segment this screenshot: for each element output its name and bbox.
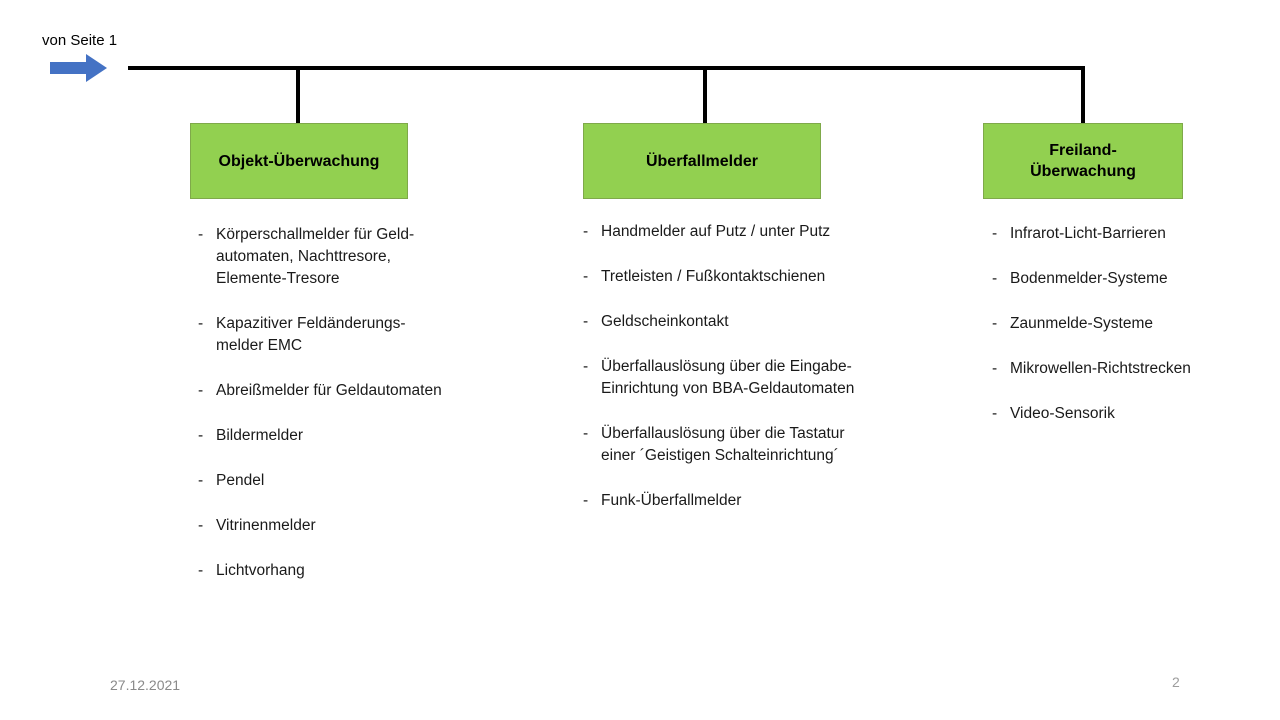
list-item: - Mikrowellen-Richtstrecken	[992, 358, 1242, 380]
footer-date: 27.12.2021	[110, 677, 181, 693]
list-item-text: Bildermelder	[216, 427, 304, 444]
list-item-text: Mikrowellen-Richtstrecken	[1010, 360, 1191, 377]
list-item-text: Kapazitiver Feldänderungs- melder EMC	[216, 315, 406, 354]
bullet-marker: -	[992, 315, 998, 332]
bullet-marker: -	[992, 360, 998, 377]
list-item: - Pendel	[198, 470, 528, 492]
list-item-text: Lichtvorhang	[216, 562, 305, 579]
list-item: - Lichtvorhang	[198, 560, 528, 582]
node-title-line: Überfallmelder	[645, 152, 759, 170]
list-item: - Überfallauslösung über die Eingabe- Ei…	[583, 356, 923, 400]
bullet-marker: -	[198, 562, 204, 579]
list-item: - Video-Sensorik	[992, 403, 1242, 425]
list-item-text: Überfallauslösung über die Tastatur eine…	[601, 425, 845, 464]
bullet-marker: -	[198, 427, 204, 444]
list-item-text: Pendel	[216, 472, 265, 489]
node-title-line: Überwachung	[1030, 163, 1136, 180]
footer-page-number: 2	[1172, 674, 1180, 690]
list-item: - Abreißmelder für Geldautomaten	[198, 380, 528, 402]
list-item-text: Abreißmelder für Geldautomaten	[216, 382, 442, 399]
bullet-marker: -	[583, 223, 589, 240]
bullet-marker: -	[198, 382, 204, 399]
connector-drop-freiland	[1081, 66, 1085, 124]
list-item-text: Vitrinenmelder	[216, 517, 316, 534]
bullet-marker: -	[583, 425, 589, 442]
bullet-marker: -	[992, 225, 998, 242]
list-item-text: Tretleisten / Fußkontaktschienen	[601, 268, 826, 285]
list-item: - Geldscheinkontakt	[583, 311, 923, 333]
list-item-text: Überfallauslösung über die Eingabe- Einr…	[601, 358, 855, 397]
bullet-marker: -	[198, 472, 204, 489]
list-item-text: Körperschallmelder für Geld- automaten, …	[216, 226, 415, 287]
list-item-text: Funk-Überfallmelder	[601, 492, 742, 509]
from-page-label: von Seite 1	[42, 32, 118, 49]
right-arrow-icon	[50, 53, 108, 83]
list-item-text: Zaunmelde-Systeme	[1010, 315, 1154, 332]
node-box-freiland-ueberwachung[interactable]: Freiland- Überwachung	[983, 123, 1183, 199]
bullet-marker: -	[583, 492, 589, 509]
list-item: - Bildermelder	[198, 425, 528, 447]
bullet-marker: -	[992, 405, 998, 422]
list-item: - Zaunmelde-Systeme	[992, 313, 1242, 335]
connector-horizontal-bus	[128, 66, 1085, 70]
node-title-line: Objekt-Überwachung	[218, 152, 380, 170]
list-item: - Körperschallmelder für Geld- automaten…	[198, 224, 528, 290]
bullet-marker: -	[583, 268, 589, 285]
list-item: - Bodenmelder-Systeme	[992, 268, 1242, 290]
node-title-line: Freiland-	[1049, 142, 1117, 159]
node-box-ueberfallmelder[interactable]: Überfallmelder	[583, 123, 821, 199]
bullet-marker: -	[992, 270, 998, 287]
bullet-list-ueberfallmelder: - Handmelder auf Putz / unter Putz - Tre…	[583, 221, 923, 535]
bullet-marker: -	[198, 226, 204, 243]
bullet-list-objekt-ueberwachung: - Körperschallmelder für Geld- automaten…	[198, 224, 528, 605]
bullet-list-freiland-ueberwachung: - Infrarot-Licht-Barrieren - Bodenmelder…	[992, 223, 1242, 448]
bullet-marker: -	[198, 315, 204, 332]
list-item: - Kapazitiver Feldänderungs- melder EMC	[198, 313, 528, 357]
list-item: - Vitrinenmelder	[198, 515, 528, 537]
list-item: - Handmelder auf Putz / unter Putz	[583, 221, 923, 243]
list-item-text: Bodenmelder-Systeme	[1010, 270, 1168, 287]
node-box-objekt-ueberwachung[interactable]: Objekt-Überwachung	[190, 123, 408, 199]
connector-drop-ueberfall	[703, 66, 707, 124]
bullet-marker: -	[583, 313, 589, 330]
list-item-text: Geldscheinkontakt	[601, 313, 729, 330]
bullet-marker: -	[583, 358, 589, 375]
list-item-text: Video-Sensorik	[1010, 405, 1115, 422]
bullet-marker: -	[198, 517, 204, 534]
list-item: - Tretleisten / Fußkontaktschienen	[583, 266, 923, 288]
list-item: - Funk-Überfallmelder	[583, 490, 923, 512]
connector-drop-objekt	[296, 66, 300, 124]
list-item: - Infrarot-Licht-Barrieren	[992, 223, 1242, 245]
list-item-text: Infrarot-Licht-Barrieren	[1010, 225, 1166, 242]
list-item-text: Handmelder auf Putz / unter Putz	[601, 223, 831, 240]
list-item: - Überfallauslösung über die Tastatur ei…	[583, 423, 923, 467]
